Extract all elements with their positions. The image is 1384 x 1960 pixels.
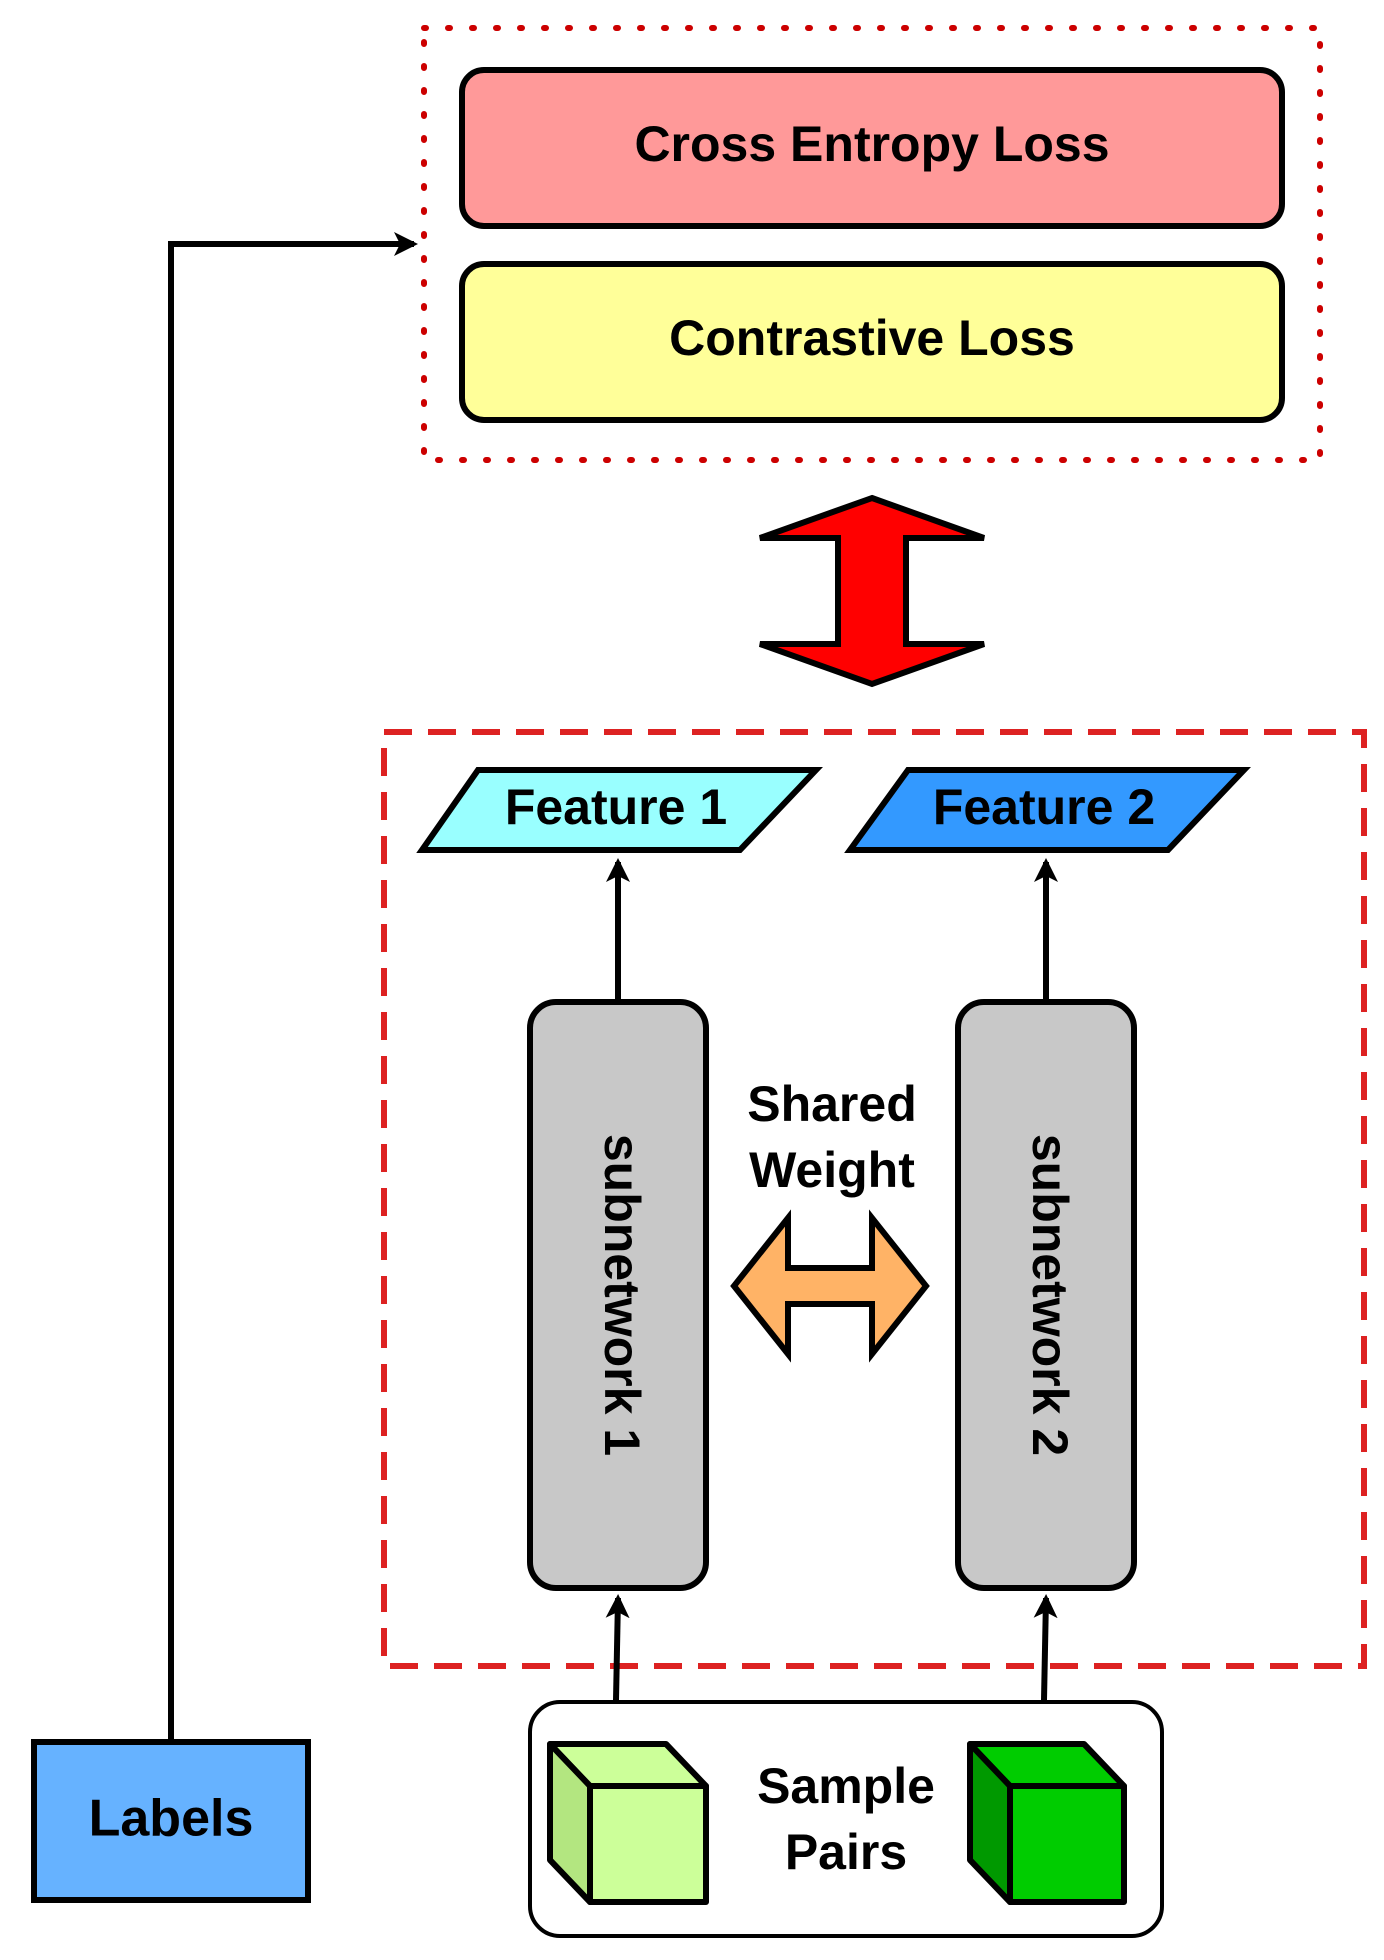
contrastive-loss-box: Contrastive Loss: [459, 261, 1285, 423]
sample-cube-1-icon: [547, 1741, 709, 1905]
cross-entropy-loss-shape: [459, 67, 1285, 229]
subnetwork-1-label: subnetwork 1: [594, 1134, 650, 1456]
feature-1-label: Feature 1: [505, 779, 727, 835]
subnetwork-2-block: subnetwork 2: [955, 999, 1137, 1591]
sample-pairs-label-line-1: Sample: [757, 1758, 935, 1814]
siamese-network-group: [381, 729, 1367, 1669]
contrastive-loss-shape: [459, 261, 1285, 423]
cross-entropy-loss-label: Cross Entropy Loss: [634, 116, 1109, 172]
loss-group: [421, 25, 1323, 463]
feature-2-shape: [844, 767, 1251, 853]
sample-pairs-to-subnetwork-1-arrow: [605, 1594, 630, 1701]
subnetwork-1-shape: [527, 999, 709, 1591]
feature-1-shape: [416, 767, 823, 853]
shared-weight-label-line-2: Weight: [749, 1142, 915, 1198]
feature-2-node: Feature 2: [844, 767, 1251, 853]
subnetwork-2-label: subnetwork 2: [1022, 1134, 1078, 1456]
feature-1-node: Feature 1: [416, 767, 823, 853]
shared-weight-label-line-1: Shared: [747, 1076, 917, 1132]
sample-cube-2-icon: [967, 1741, 1127, 1905]
contrastive-loss-label: Contrastive Loss: [669, 310, 1075, 366]
subnetwork-1-block: subnetwork 1: [527, 999, 709, 1591]
labels-box: Labels: [31, 1739, 311, 1903]
labels-label: Labels: [89, 1790, 254, 1848]
sample-pairs-label-line-2: Pairs: [785, 1824, 907, 1880]
labels-to-loss-arrow: [168, 232, 418, 1742]
sample-pairs-box: Sample Pairs: [528, 1700, 1164, 1938]
bidirectional-arrow-icon: [758, 494, 986, 688]
sample-pairs-to-subnetwork-2-arrow: [1033, 1594, 1058, 1701]
shared-weight-arrow-icon: [730, 1209, 930, 1363]
labels-shape: [31, 1739, 311, 1903]
feature-2-label: Feature 2: [933, 779, 1155, 835]
cross-entropy-loss-box: Cross Entropy Loss: [459, 67, 1285, 229]
subnetwork-2-shape: [955, 999, 1137, 1591]
